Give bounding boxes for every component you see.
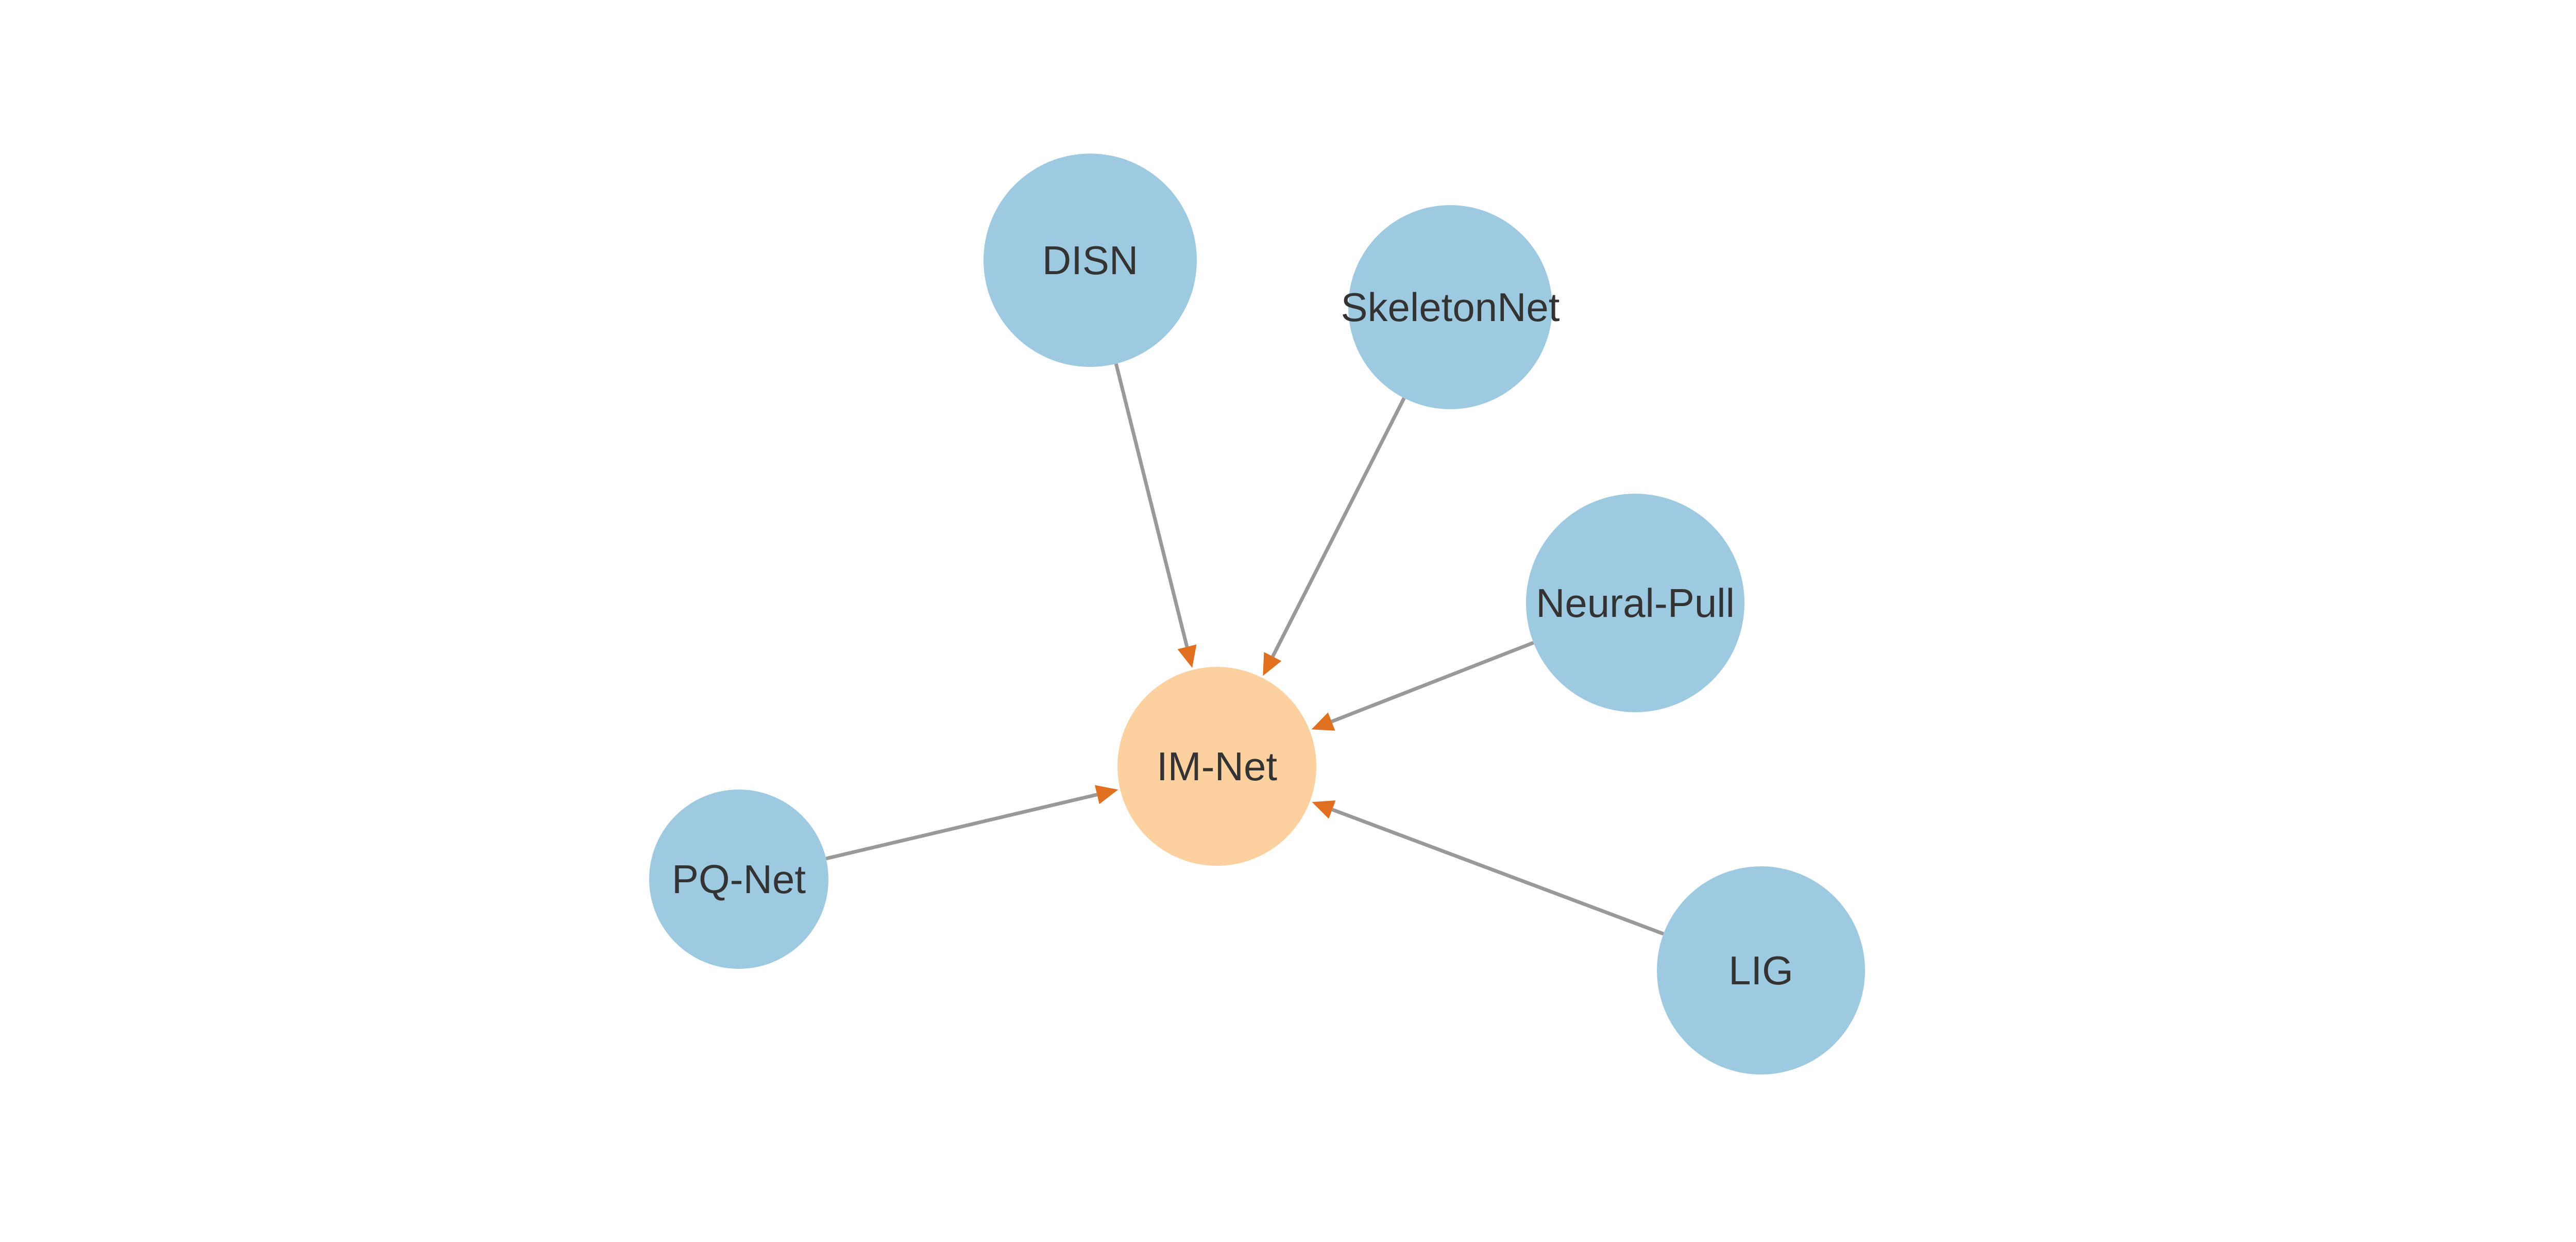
node-circle-neuralpull[interactable]	[1526, 494, 1744, 712]
node-skeletonnet[interactable]: SkeletonNet	[1341, 205, 1560, 409]
node-label-disn: DISN	[1042, 238, 1138, 283]
nodes-layer: IM-Net DISN SkeletonNetNeural-PullPQ-NetLI…	[649, 154, 1865, 1075]
node-circle-disn[interactable]	[984, 154, 1197, 367]
arrowhead-lig-to-imnet	[1312, 800, 1336, 819]
node-label-neuralpull: Neural-Pull	[1536, 580, 1735, 626]
arrowhead-pqnet-to-imnet	[1095, 785, 1118, 804]
node-circle-pqnet[interactable]	[649, 790, 828, 969]
arrowhead-neuralpull-to-imnet	[1311, 712, 1335, 731]
node-disn[interactable]: DISN	[984, 154, 1197, 367]
edge-pqnet-to-imnet	[825, 793, 1098, 861]
node-label-skeletonnet: SkeletonNet	[1341, 284, 1560, 330]
node-imnet[interactable]: IM-Net	[1117, 667, 1316, 866]
node-label-lig: LIG	[1728, 948, 1793, 993]
node-label-pqnet: PQ-Net	[672, 857, 806, 902]
arrowhead-disn-to-imnet	[1177, 644, 1197, 668]
edge-disn-to-imnet	[1114, 363, 1189, 648]
node-lig[interactable]: LIG	[1657, 866, 1865, 1075]
node-label-imnet: IM-Net	[1157, 744, 1277, 789]
arrowhead-skeletonnet-to-imnet	[1263, 652, 1282, 676]
node-circle-lig[interactable]	[1657, 866, 1865, 1075]
node-circle-skeletonnet[interactable]	[1348, 205, 1552, 409]
node-pqnet[interactable]: PQ-Net	[649, 790, 828, 969]
edges-layer	[825, 363, 1665, 936]
edge-neuralpull-to-imnet	[1331, 641, 1534, 724]
edge-skeletonnet-to-imnet	[1271, 397, 1406, 658]
node-circle-imnet[interactable]	[1117, 667, 1316, 866]
edge-lig-to-imnet	[1331, 808, 1665, 936]
node-neuralpull[interactable]: Neural-Pull	[1526, 494, 1744, 712]
